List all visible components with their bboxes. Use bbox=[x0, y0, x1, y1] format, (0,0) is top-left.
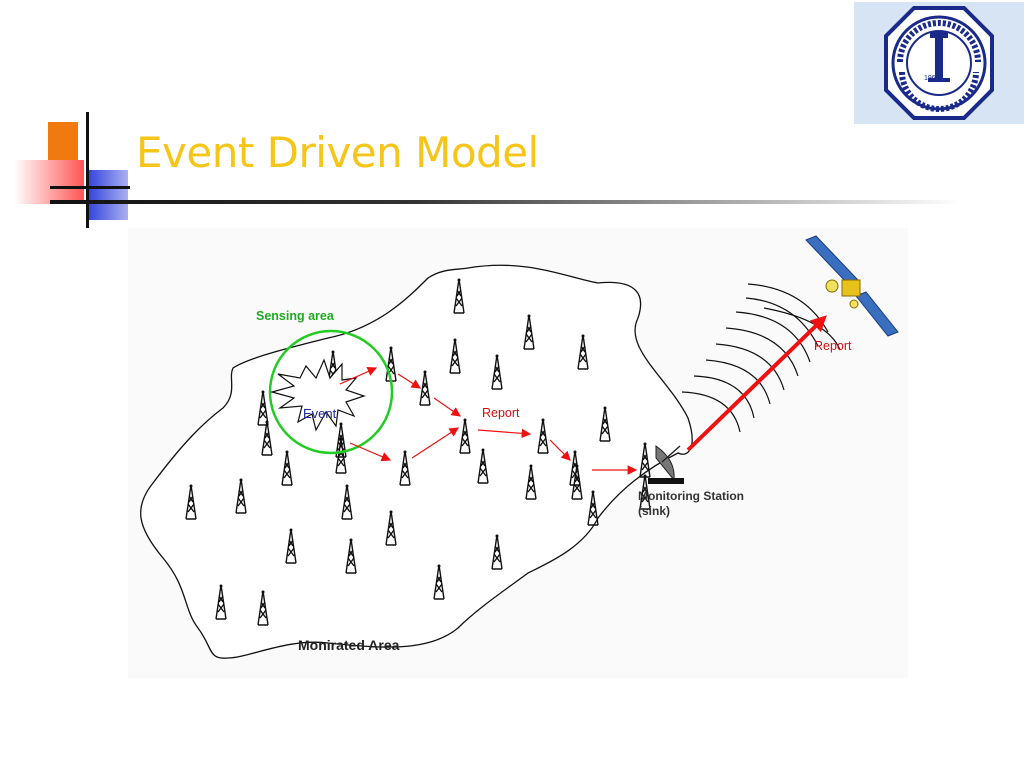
report-label-satellite: Report bbox=[814, 339, 852, 353]
station-label-line1: Monitoring Station bbox=[638, 489, 744, 503]
title-underline bbox=[50, 200, 960, 204]
deco-orange-square bbox=[48, 122, 78, 162]
deco-horizontal-line bbox=[50, 186, 130, 189]
signal-waves bbox=[682, 284, 840, 432]
station-label-line2: (sink) bbox=[638, 504, 670, 518]
university-logo: 1963 bbox=[854, 2, 1024, 124]
logo-year: 1963 bbox=[924, 75, 940, 82]
university-seal-icon: 1963 bbox=[854, 2, 1024, 124]
deco-blue-square bbox=[88, 170, 128, 220]
event-label: Event bbox=[303, 406, 337, 421]
sensing-area-label: Sensing area bbox=[256, 309, 335, 323]
report-label-center: Report bbox=[482, 406, 520, 420]
deco-red-square bbox=[14, 160, 84, 204]
deco-vertical-line bbox=[86, 112, 89, 228]
slide-title: Event Driven Model bbox=[136, 128, 539, 177]
uplink-arrow bbox=[688, 318, 824, 450]
monitored-area-label: Monirated Area bbox=[298, 637, 400, 653]
event-driven-diagram: Sensing area Event Report Monitoring Sta… bbox=[128, 228, 908, 678]
